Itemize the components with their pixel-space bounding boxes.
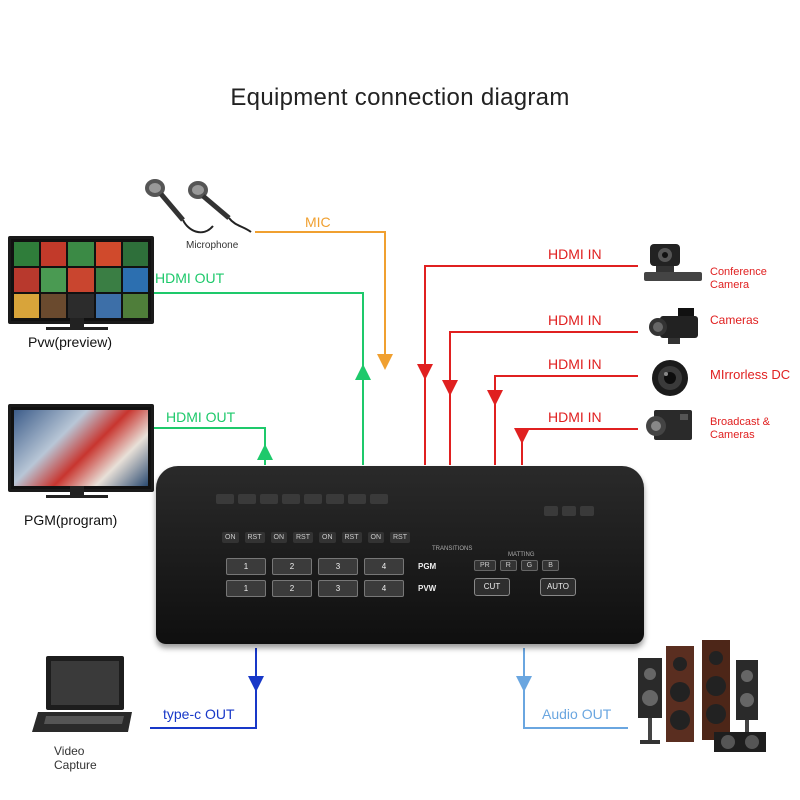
video-capture-label: Video Capture	[54, 744, 97, 772]
key-on-4[interactable]: ON	[367, 532, 384, 543]
key-rst-3[interactable]: RST	[341, 532, 362, 543]
switcher-key[interactable]	[260, 494, 278, 504]
conference-camera-icon	[642, 240, 704, 284]
pgm-monitor-base	[46, 495, 108, 498]
video-capture-label-line1: Video	[54, 744, 85, 758]
switcher-key[interactable]	[304, 494, 322, 504]
direction-keys	[544, 506, 594, 516]
switcher-key[interactable]	[370, 494, 388, 504]
pgm-bus-label: PGM	[418, 562, 437, 571]
direction-key[interactable]	[544, 506, 558, 516]
pvw-bus-label: PVW	[418, 584, 437, 593]
cut-button[interactable]: CUT	[474, 578, 510, 596]
hdmi-in-line-2	[442, 331, 638, 396]
matting-keys: PR R G B	[474, 560, 559, 571]
pgm-key-1[interactable]: 1	[226, 558, 266, 575]
switcher-key[interactable]	[282, 494, 300, 504]
conference-camera-label-line2: Camera	[710, 279, 750, 291]
switcher-button-grid	[216, 494, 388, 504]
video-switcher-console: ON RST ON RST ON RST ON RST 1 2 3 4 1 2 …	[156, 466, 644, 644]
hdmi-out-pvw-label: HDMI OUT	[155, 270, 225, 286]
key-rst-4[interactable]: RST	[390, 532, 410, 543]
hdmi-out-pgm-line	[150, 427, 266, 465]
mic-label: MIC	[305, 214, 331, 230]
pgm-row: 1 2 3 4	[226, 558, 404, 575]
microphone-icon	[143, 176, 253, 246]
pgm-key-4[interactable]: 4	[364, 558, 404, 575]
speakers-icon	[636, 636, 776, 756]
switcher-key[interactable]	[326, 494, 344, 504]
switcher-key[interactable]	[348, 494, 366, 504]
conference-camera-label: Conference Camera	[710, 266, 767, 292]
hdmi-in-line-3	[487, 375, 638, 406]
conference-camera-label-line1: Conference	[710, 266, 767, 278]
pgm-label: PGM(program)	[24, 512, 118, 528]
hdmi-in-line-4	[514, 428, 638, 444]
hdmi-in-label-3: HDMI IN	[548, 356, 602, 372]
auto-button[interactable]: AUTO	[540, 578, 576, 596]
broadcast-label-line1: Broadcast &	[710, 416, 770, 428]
switcher-key[interactable]	[238, 494, 256, 504]
key-rst-1[interactable]: RST	[244, 532, 265, 543]
hdmi-in-label-4: HDMI IN	[548, 409, 602, 425]
key-on-2[interactable]: ON	[270, 532, 287, 543]
hdmi-in-label-1: HDMI IN	[548, 246, 602, 262]
laptop-icon	[32, 654, 132, 740]
pvw-key-2[interactable]: 2	[272, 580, 312, 597]
matting-key-g[interactable]: G	[520, 560, 539, 571]
mirrorless-label: MIrrorless DC	[710, 367, 791, 382]
hdmi-in-label-2: HDMI IN	[548, 312, 602, 328]
pvw-monitor	[8, 236, 154, 324]
hdmi-out-pgm-label: HDMI OUT	[166, 409, 236, 425]
key-on-3[interactable]: ON	[319, 532, 336, 543]
pgm-monitor-stand	[70, 486, 84, 496]
pvw-monitor-base	[46, 327, 108, 330]
switcher-on-rst-row: ON RST ON RST ON RST ON RST	[222, 532, 410, 543]
diagram-title: Equipment connection diagram	[230, 84, 570, 111]
pvw-key-3[interactable]: 3	[318, 580, 358, 597]
matting-label: MATTING	[508, 552, 535, 558]
broadcast-label: Broadcast & Cameras	[710, 416, 770, 442]
pgm-key-3[interactable]: 3	[318, 558, 358, 575]
pgm-monitor	[8, 404, 154, 492]
key-rst-2[interactable]: RST	[293, 532, 313, 543]
microphone-label: Microphone	[186, 240, 239, 251]
pvw-key-4[interactable]: 4	[364, 580, 404, 597]
typec-out-label: type-c OUT	[163, 706, 235, 722]
key-on-1[interactable]: ON	[222, 532, 239, 543]
pvw-row: 1 2 3 4	[226, 580, 404, 597]
hdmi-out-pvw-line	[150, 292, 364, 465]
camcorder-icon	[648, 304, 704, 348]
matting-key-b[interactable]: B	[542, 560, 559, 571]
broadcast-camera-icon	[646, 406, 694, 446]
pvw-label: Pvw(preview)	[28, 334, 113, 350]
matting-key-r[interactable]: R	[499, 560, 517, 571]
broadcast-label-line2: Cameras	[710, 429, 755, 441]
pvw-key-1[interactable]: 1	[226, 580, 266, 597]
pgm-key-2[interactable]: 2	[272, 558, 312, 575]
hdmi-in-line-1	[417, 265, 638, 380]
direction-key[interactable]	[562, 506, 576, 516]
switcher-key[interactable]	[216, 494, 234, 504]
mirrorless-lens-icon	[650, 358, 690, 398]
pvw-monitor-stand	[70, 318, 84, 328]
video-capture-label-line2: Capture	[54, 758, 97, 772]
matting-key-pr[interactable]: PR	[474, 560, 496, 571]
audio-out-label: Audio OUT	[542, 706, 612, 722]
transitions-label: TRANSITIONS	[432, 546, 473, 552]
direction-key[interactable]	[580, 506, 594, 516]
cameras-label: Cameras	[710, 313, 759, 327]
mic-line	[255, 231, 393, 370]
